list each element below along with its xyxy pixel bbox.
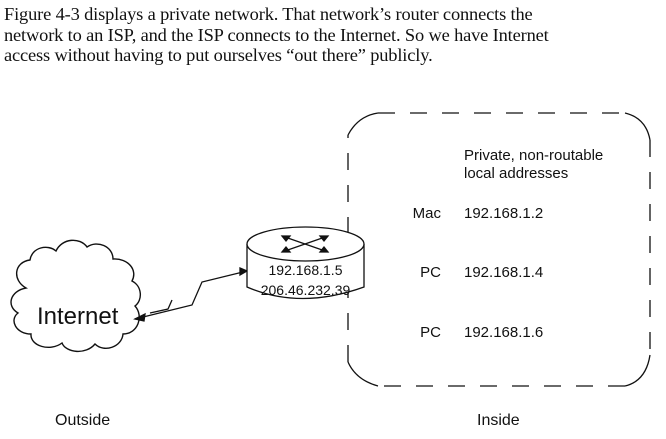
device-ip: 192.168.1.4 [464,264,543,281]
cloud-label: Internet [37,303,119,330]
private-caption-line-1: Private, non-routable [464,147,603,164]
router-outside-ip: 206.46.232.39 [261,282,351,298]
private-network-boundary [347,112,651,387]
intro-line-3: access without having to put ourselves “… [4,45,433,65]
router-inside-ip: 192.168.1.5 [269,262,343,278]
inside-label: Inside [477,412,520,429]
intro-line-1: Figure 4-3 displays a private network. T… [4,4,533,24]
device-type: Mac [413,205,442,222]
device-ip: 192.168.1.6 [464,324,543,341]
wan-link [133,267,249,322]
outside-label: Outside [55,412,110,429]
intro-paragraph: Figure 4-3 displays a private network. T… [4,4,664,66]
intro-line-2: network to an ISP, and the ISP connects … [4,24,549,45]
private-caption-line-2: local addresses [464,165,568,182]
device-type: PC [420,264,441,281]
internet-cloud-icon [10,239,141,353]
router-icon [246,226,365,300]
device-ip: 192.168.1.2 [464,205,543,222]
device-type: PC [420,324,441,341]
